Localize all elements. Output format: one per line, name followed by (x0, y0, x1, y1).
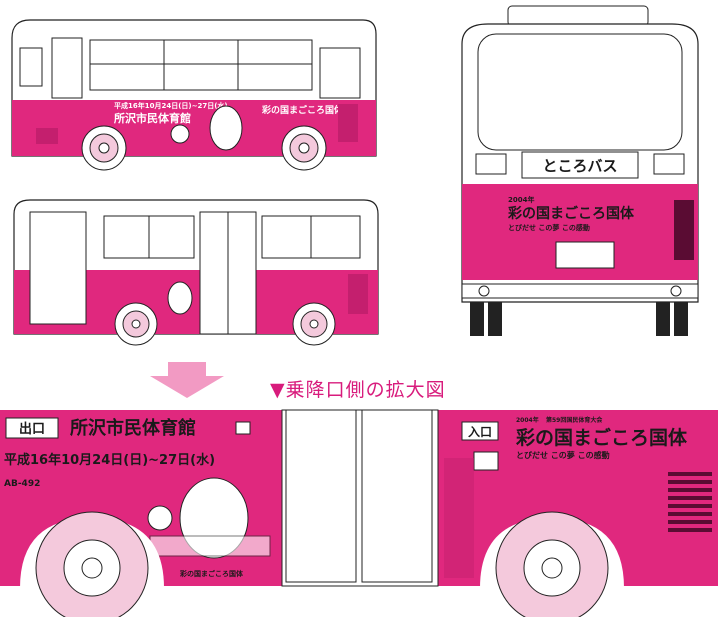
enlarged-event: 彩の国まごころ国体 (515, 426, 688, 449)
rear-bus-event: 彩の国まごころ国体 (507, 205, 635, 222)
side-bus-event: 彩の国まごころ国体 (261, 104, 344, 116)
enlarged-view-caption: ▼乗降口側の拡大図 (270, 379, 446, 401)
enlarged-slogan: とびだせ この夢 この感動 (516, 450, 610, 460)
enlarged-sub-caption: 彩の国まごころ国体 (179, 569, 244, 578)
enlarged-year: 2004年 (516, 416, 539, 424)
exit-label: 出口 (19, 421, 45, 437)
side-bus-venue: 所沢市民体育館 (114, 111, 191, 125)
entrance-label: 入口 (468, 425, 492, 439)
rear-bus-year: 2004年 (508, 195, 534, 204)
enlarged-venue: 所沢市民体育館 (70, 417, 196, 439)
enlarged-dates: 平成16年10月24日(日)~27日(水) (4, 452, 215, 468)
rear-bus-slogan: とびだせ この夢 この感動 (508, 223, 590, 232)
enlarged-event-heading: 第59回国民体育大会 (545, 416, 603, 424)
bus-plate: AB-492 (4, 479, 40, 489)
rear-bus-sign: ところバス (542, 157, 617, 175)
rear-bus-illustration: ところバス 2004年 彩の国まごころ国体 とびだせ この夢 この感動 (461, 5, 699, 336)
side-bus-door-side-illustration (13, 199, 379, 346)
down-arrow-icon (150, 362, 224, 398)
enlarged-door-side-illustration: 出口 所沢市民体育館 平成16年10月24日(日)~27日(水) AB-492 … (0, 409, 718, 617)
side-bus-illustration: 平成16年10月24日(日)~27日(水) 所沢市民体育館 彩の国まごころ国体 (11, 19, 377, 171)
side-bus-dates: 平成16年10月24日(日)~27日(水) (114, 101, 228, 110)
